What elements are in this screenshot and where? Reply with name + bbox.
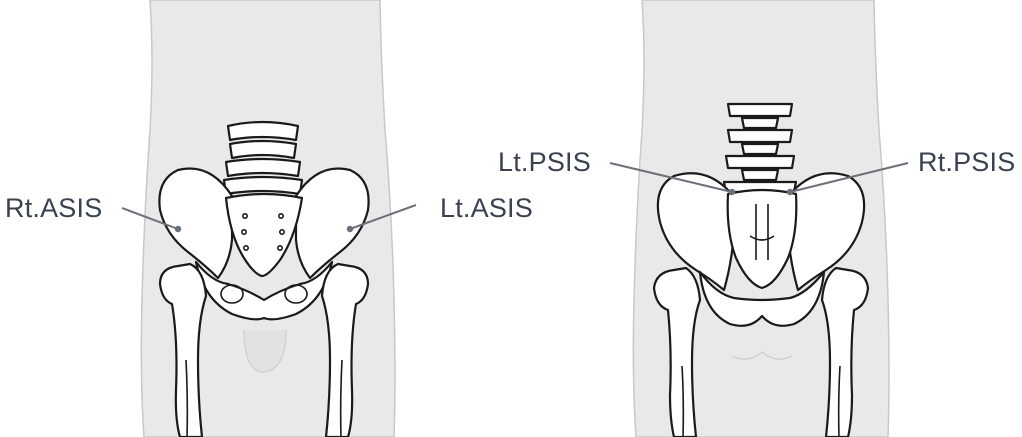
lt-asis-label: Lt.ASIS — [440, 193, 533, 224]
rt-asis-label: Rt.ASIS — [5, 193, 102, 224]
lt-psis-label: Lt.PSIS — [498, 147, 591, 178]
front-lumbar-vertebrae — [224, 122, 302, 194]
front-view — [122, 0, 416, 437]
rt-psis-label: Rt.PSIS — [918, 147, 1015, 178]
back-view — [610, 0, 908, 437]
